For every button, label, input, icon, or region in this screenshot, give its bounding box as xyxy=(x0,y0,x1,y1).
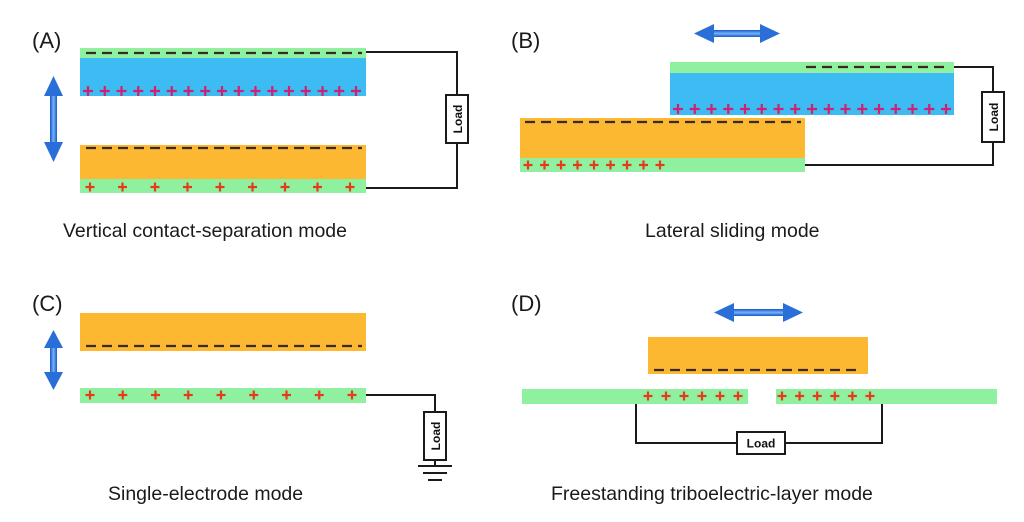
load-label: Load xyxy=(747,437,776,451)
double-headed-arrow-icon xyxy=(714,303,803,322)
double-headed-arrow-icon xyxy=(44,76,63,162)
panel-c: (C) Load Single-electrode mode xyxy=(32,291,452,505)
positive-charges xyxy=(85,390,357,400)
electrode-gap xyxy=(748,389,776,404)
dielectric-layer-orange xyxy=(80,145,366,179)
panel-d-caption: Freestanding triboelectric-layer mode xyxy=(551,483,873,505)
dielectric-layer-orange xyxy=(520,118,805,162)
panel-c-label: (C) xyxy=(32,291,63,316)
double-headed-arrow-icon xyxy=(694,24,780,43)
panel-a-caption: Vertical contact-separation mode xyxy=(63,220,347,242)
load-resistor xyxy=(445,94,469,144)
double-headed-arrow-icon xyxy=(44,330,63,390)
load-label: Load xyxy=(429,422,443,451)
positive-charges xyxy=(643,391,743,401)
load-resistor xyxy=(981,91,1005,143)
dielectric-layer-orange xyxy=(80,313,366,351)
circuit-wire xyxy=(366,51,458,189)
panel-d: (D) Load Freestanding triboelectric-laye… xyxy=(511,291,997,505)
load-label: Load xyxy=(451,105,465,134)
load-label: Load xyxy=(987,103,1001,132)
positive-charges xyxy=(777,391,875,401)
ground-symbol-icon xyxy=(418,465,452,481)
load-resistor xyxy=(736,431,786,455)
panel-a: (A) Load Vertical contact-separation mod… xyxy=(32,28,469,242)
load-resistor xyxy=(423,411,447,461)
positive-charges xyxy=(83,86,361,96)
panel-a-label: (A) xyxy=(32,28,61,53)
panel-b: (B) Load Lateral sliding mode xyxy=(511,24,1005,242)
panel-d-label: (D) xyxy=(511,291,542,316)
freestanding-layer-orange xyxy=(648,337,868,374)
positive-charges xyxy=(523,160,665,170)
positive-charges xyxy=(673,104,951,114)
panel-b-label: (B) xyxy=(511,28,540,53)
positive-charges xyxy=(85,182,355,192)
panel-c-caption: Single-electrode mode xyxy=(108,483,303,505)
panel-b-caption: Lateral sliding mode xyxy=(645,220,820,242)
